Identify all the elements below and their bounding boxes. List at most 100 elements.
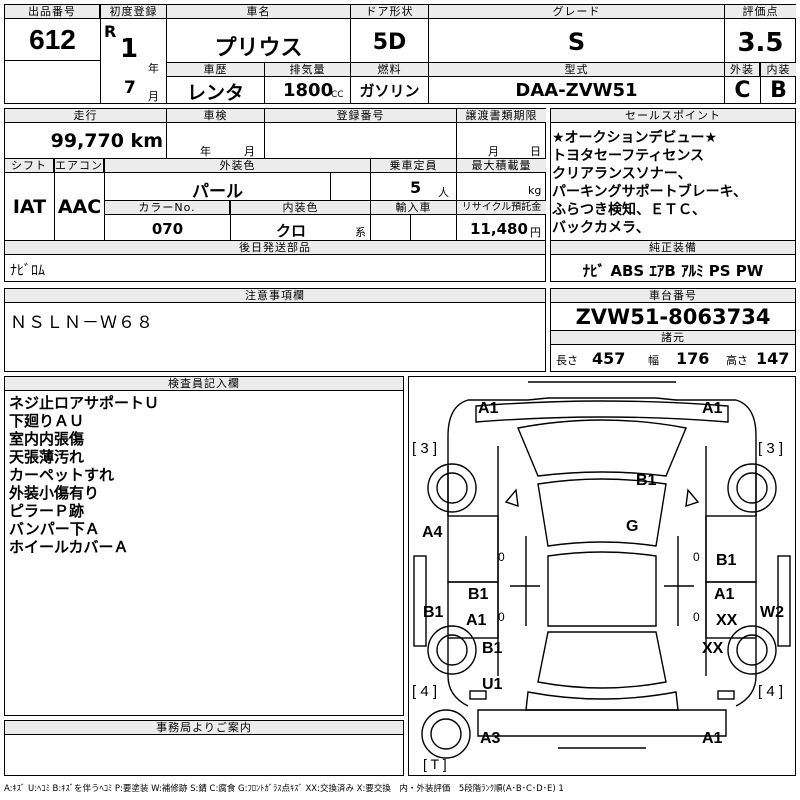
aircon: AAC <box>57 196 102 218</box>
transfer-label: 譲渡書類期限 <box>457 109 546 123</box>
era: R <box>104 22 117 41</box>
mark-rear-left: A3 <box>480 730 501 747</box>
inspector-box <box>4 376 404 716</box>
score: 3.5 <box>737 28 784 58</box>
mark-right-rear-fender: XX <box>702 640 724 657</box>
first-reg-label: 初度登録 <box>101 5 166 19</box>
later-parts-label: 後日発送部品 <box>5 241 545 255</box>
inspector-line: ピラーＰ跡 <box>9 502 85 520</box>
mark-left-rear-door: B1 <box>482 640 503 657</box>
grade: S <box>567 28 586 56</box>
model: DAA-ZVW51 <box>515 80 638 101</box>
tire-spare <box>421 709 471 759</box>
windshield-outline <box>537 478 667 547</box>
inspection-label: 車検 <box>167 109 264 123</box>
car-outline <box>447 381 757 516</box>
year-unit: 年 <box>148 62 159 75</box>
sales-points-box <box>550 108 796 282</box>
equipment-label: 純正装備 <box>551 241 795 255</box>
import-label: 輸入車 <box>371 201 456 215</box>
mileage-label: 走行 <box>5 109 166 123</box>
car-name-label: 車名 <box>167 5 350 19</box>
mark-zero-right-2: 0 <box>693 610 700 624</box>
mark-windshield: G <box>626 518 639 535</box>
shift-label: シフト <box>5 159 54 173</box>
displacement-label: 排気量 <box>265 63 350 77</box>
history-label: 車歴 <box>167 63 264 77</box>
sales-point-line: トヨタセーフティセンス <box>552 148 705 164</box>
inspector-label: 検査員記入欄 <box>5 377 403 391</box>
transfer-day: 日 <box>530 145 541 158</box>
mark-zero-left-2: 0 <box>498 610 505 624</box>
later-parts: ﾅﾋﾞﾛﾑ <box>10 263 45 279</box>
inspector-notes: ネジ止ロアサポートＵ 下廻りＡＵ 室内内張傷 天張薄汚れ カーペットすれ 外装小… <box>9 394 159 556</box>
int-color: クロ <box>275 222 306 240</box>
damage-diagram-box <box>408 376 796 776</box>
mark-fl-tire: [ 3 ] <box>412 440 438 457</box>
lot-no: 612 <box>29 24 76 55</box>
sales-point-line: ふらつき検知、ＥＴＣ、 <box>552 202 706 218</box>
color-no-label: カラーNo. <box>105 201 230 215</box>
aircon-label: エアコン <box>55 159 104 173</box>
tire-front-right <box>727 463 777 513</box>
car-name: プリウス <box>214 36 303 61</box>
model-label: 型式 <box>429 63 724 77</box>
tire-rear-left <box>427 625 477 675</box>
max-load-unit: kg <box>528 184 542 197</box>
inspection-month: 月 <box>244 145 255 158</box>
height-label: 高さ <box>726 354 748 367</box>
inspector-line: 外装小傷有り <box>9 484 100 502</box>
fuel: ガソリン <box>359 82 420 100</box>
sales-points-label: セールスポイント <box>551 109 795 123</box>
interior-grade: B <box>770 78 787 103</box>
capacity-unit: 人 <box>438 186 449 199</box>
mark-rl-tire: [ 4 ] <box>412 683 438 700</box>
exterior-label: 外装 <box>725 63 760 77</box>
tire-rear-right <box>727 625 777 675</box>
sales-point-line: クリアランスソナー、 <box>552 166 692 182</box>
color-no: 070 <box>151 220 184 238</box>
interior-label: 内装 <box>761 63 796 77</box>
sales-point-line: バックカメラ、 <box>552 220 650 236</box>
displacement-unit: CC <box>331 90 344 100</box>
mark-left-front-door: B1 <box>468 586 489 603</box>
mark-left-sill: B1 <box>423 604 444 621</box>
legend: A:ｷｽﾞ U:ﾍｺﾐ B:ｷｽﾞを伴うﾍｺﾐ P:要塗装 W:補修跡 S:錆 … <box>4 784 564 794</box>
inspector-line: カーペットすれ <box>9 466 115 484</box>
inspector-line: ホイールカバーＡ <box>9 538 129 556</box>
mark-left-front-fender: A4 <box>422 524 443 541</box>
inspector-line: 天張薄汚れ <box>9 448 85 466</box>
mileage: 99,770 km <box>50 130 163 152</box>
month-unit: 月 <box>148 90 159 103</box>
mark-left-front-door-2: A1 <box>466 612 487 629</box>
sales-point-line: パーキングサポートブレーキ、 <box>552 184 748 200</box>
capacity: 5 <box>410 178 422 197</box>
mark-front-left: A1 <box>478 400 499 417</box>
car-diagram <box>413 381 791 759</box>
mark-rr-tire: [ 4 ] <box>758 683 784 700</box>
recycle: 11,480 <box>470 220 528 238</box>
recycle-label: リサイクル預託金 <box>457 201 546 215</box>
mark-fr-tire: [ 3 ] <box>758 440 784 457</box>
mark-rear-right: A1 <box>702 730 723 747</box>
fuel-label: 燃料 <box>351 63 428 77</box>
length: 457 <box>592 349 626 368</box>
lot-no-label: 出品番号 <box>5 5 100 19</box>
mark-trunk: [ T ] <box>423 756 447 772</box>
shift: IAT <box>12 196 47 218</box>
max-load-label: 最大積載量 <box>457 159 546 173</box>
inspector-line: 下廻りＡＵ <box>9 412 85 430</box>
mark-right-front-door: B1 <box>716 552 737 569</box>
int-color-label: 内装色 <box>231 201 370 215</box>
inspector-line: バンパー下Ａ <box>9 520 100 538</box>
ext-color: パール <box>192 182 243 202</box>
width: 176 <box>676 349 710 368</box>
transfer-month: 月 <box>488 145 499 158</box>
chassis-label: 車台番号 <box>551 289 795 303</box>
door-label: ドア形状 <box>351 5 428 19</box>
notes: ＮＳＬＮ－Ｗ６８ <box>10 313 154 333</box>
ext-color-label: 外装色 <box>105 159 370 173</box>
door: 5D <box>372 30 407 55</box>
score-label: 評価点 <box>725 5 796 19</box>
sales-points-list: ★オークションデビュー★ トヨタセーフティセンス クリアランスソナー、 パーキン… <box>552 129 794 237</box>
